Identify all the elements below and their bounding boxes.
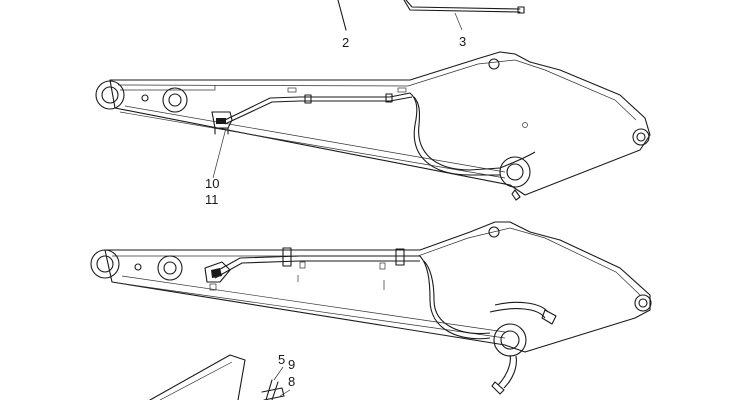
callout-2: 2: [342, 35, 349, 50]
boom-arm-upper: [95, 51, 651, 201]
bottom-detail-parts: [149, 354, 291, 400]
callout-11: 11: [205, 192, 219, 207]
item-3-pipe: [403, 0, 525, 31]
callout-10: 10: [205, 176, 219, 191]
callout-8: 8: [288, 374, 295, 389]
callout-5: 5: [278, 352, 285, 367]
callout-9: 9: [288, 357, 295, 372]
item-2-part: [337, 0, 347, 31]
boom-arm-lower: [90, 221, 652, 395]
callout-3: 3: [459, 34, 466, 49]
